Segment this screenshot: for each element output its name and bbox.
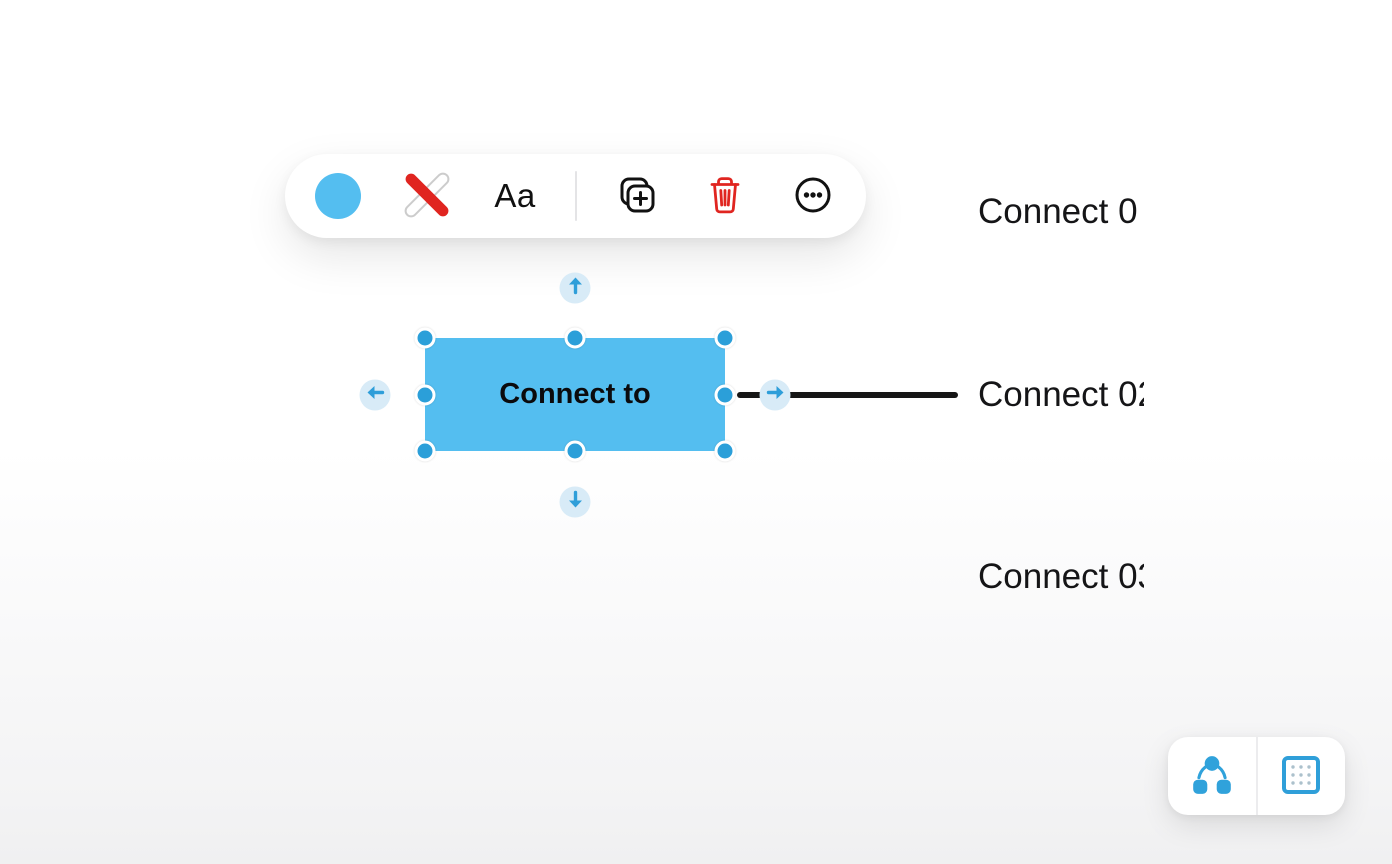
connect-left-button[interactable] xyxy=(359,379,391,411)
arrow-right-icon xyxy=(764,382,786,409)
diagram-mode-button[interactable] xyxy=(1168,737,1256,815)
connect-up-button[interactable] xyxy=(559,272,591,304)
canvas-label-connect-02[interactable]: Connect 02 xyxy=(978,375,1144,414)
handle-top-center[interactable] xyxy=(564,327,586,349)
shape-label: Connect to xyxy=(499,378,651,410)
canvas-label-connect-03[interactable]: Connect 03 xyxy=(978,557,1144,596)
duplicate-button[interactable] xyxy=(607,167,665,225)
arrow-down-icon xyxy=(564,489,586,516)
arrow-up-icon xyxy=(564,275,586,302)
connect-down-button[interactable] xyxy=(559,486,591,518)
more-options-button[interactable] xyxy=(784,167,842,225)
marquee-select-icon xyxy=(1279,753,1323,800)
canvas-label-connect-01[interactable]: Connect 0 xyxy=(978,192,1138,231)
handle-middle-right[interactable] xyxy=(714,384,736,406)
handle-bottom-left[interactable] xyxy=(414,440,436,462)
fill-color-swatch-icon xyxy=(315,173,361,219)
text-style-label: Aa xyxy=(494,177,536,214)
handle-top-right[interactable] xyxy=(714,327,736,349)
connector-line[interactable] xyxy=(737,392,958,398)
text-style-button[interactable]: Aa xyxy=(486,167,544,225)
fill-color-button[interactable] xyxy=(309,167,367,225)
selected-shape[interactable]: Connect to xyxy=(425,338,725,451)
mini-toolbar-divider xyxy=(1255,737,1258,815)
trash-icon xyxy=(700,170,750,223)
handle-top-left[interactable] xyxy=(414,327,436,349)
border-style-button[interactable] xyxy=(398,167,456,225)
format-toolbar: Aa xyxy=(285,154,866,238)
handle-bottom-right[interactable] xyxy=(714,440,736,462)
delete-button[interactable] xyxy=(696,167,754,225)
org-chart-icon xyxy=(1189,752,1235,801)
no-border-icon xyxy=(401,169,453,224)
select-area-button[interactable] xyxy=(1258,737,1346,815)
toolbar-divider xyxy=(574,171,577,221)
ellipsis-icon xyxy=(790,172,836,221)
handle-middle-left[interactable] xyxy=(414,384,436,406)
connect-right-button[interactable] xyxy=(759,379,791,411)
handle-bottom-center[interactable] xyxy=(564,440,586,462)
arrow-left-icon xyxy=(364,382,386,409)
duplicate-icon xyxy=(611,170,661,223)
view-mode-toolbar xyxy=(1168,737,1345,815)
